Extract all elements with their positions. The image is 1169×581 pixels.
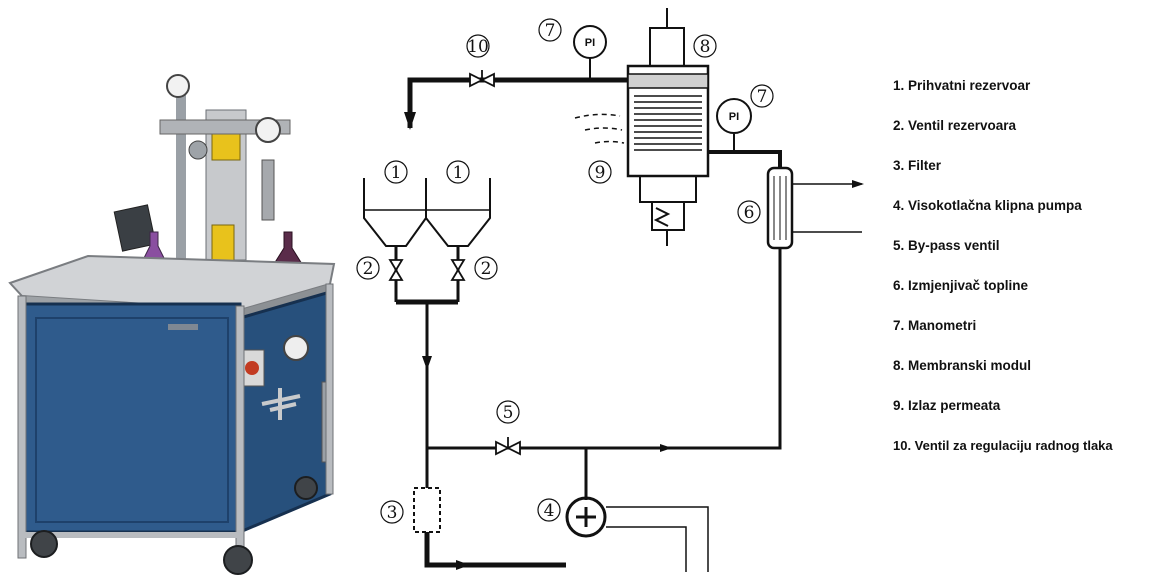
callout-circle [588,160,612,184]
module-base [639,175,697,203]
legend-item: 9. Izlaz permeata [893,398,1001,413]
callout-10: 10 [467,37,489,57]
legend-item: 7. Manometri [893,318,977,333]
callout-2: 2 [363,259,374,279]
callout-circle [538,18,562,42]
stand-rod [176,78,186,263]
callout-circle [380,500,404,524]
legend-item: 3. Filter [893,158,942,173]
pressure-line [586,248,782,450]
valve-5-icon [505,440,521,456]
callout-circle [466,34,490,58]
valve-5-icon [495,440,511,456]
callout-2: 2 [481,259,492,279]
gauge-label: PI [729,111,739,123]
pump-body [565,496,607,538]
frame-rail [20,532,242,538]
callout-5: 5 [503,403,514,423]
valve-2-left-icon [388,259,404,272]
wheel-icon [30,530,58,558]
module-top-cap [649,27,685,67]
tank-1-left [363,178,427,247]
callout-7: 7 [757,87,768,107]
callout-7: 7 [545,21,556,41]
suction-line [424,532,566,568]
valve-10-icon [469,72,485,88]
arrow-icon [456,560,470,570]
arrow-icon [852,180,864,188]
side-pipe [261,159,275,221]
arrow-icon [404,112,416,130]
callout-9: 9 [595,163,606,183]
callout-circle [474,256,498,280]
legend-item: 10. Ventil za regulaciju radnog tlaka [893,438,1113,453]
controller-box [113,204,157,252]
callout-circle [384,160,408,184]
tank-1-right [425,178,491,247]
callout-6: 6 [744,203,755,223]
callout-circle [446,160,470,184]
callout-4: 4 [544,501,555,521]
arrow-icon [660,444,672,452]
legend-item: 4. Visokotlačna klipna pumpa [893,198,1082,213]
arrow-icon [422,356,432,370]
nameplate [168,324,198,330]
valve-2-right-icon [450,259,466,272]
callout-circle [693,34,717,58]
callout-circle [750,84,774,108]
valve-10-icon [479,72,495,88]
permeate-stream [594,140,625,144]
permeate-stream [584,127,623,131]
callout-1: 1 [453,163,464,183]
emergency-stop-icon [245,361,259,375]
recycle-line [407,77,590,128]
legend-item: 1. Prihvatni rezervoar [893,78,1031,93]
callout-circle [737,200,761,224]
callout-circle [496,400,520,424]
side-valves [261,388,301,420]
pilot-plant-photo [8,74,336,575]
gauge-label: PI [585,37,595,49]
pump-drain [606,526,687,572]
callout-circle [356,256,380,280]
wheel-icon [294,476,318,500]
legend-item: 6. Izmjenjivač topline [893,278,1029,293]
feed-line [708,150,782,168]
pump-drain [606,506,709,572]
legend-item: 8. Membranski modul [893,358,1032,373]
legend-item: 5. By-pass ventil [893,238,1000,253]
frame-leg [17,295,27,559]
pressure-gauge-icon [573,25,607,59]
valve-wheel-icon [188,140,208,160]
table-edge-side [240,284,330,318]
valve-2-right-icon [450,268,466,281]
callout-1: 1 [391,163,402,183]
cabinet-door [35,317,229,523]
filter-body [413,487,441,533]
membrane-layers [634,95,702,151]
legend-item: 2. Ventil rezervoara [893,118,1017,133]
gauge-icon [283,335,309,361]
callout-3: 3 [387,503,398,523]
cabinet-front [22,302,242,534]
permeate-stream [574,113,621,119]
gauge-icon [166,74,190,98]
pressure-gauge-icon [716,98,752,134]
spring-icon [653,207,671,227]
frame-leg [325,283,334,495]
callout-circle [537,498,561,522]
gauge-icon [255,117,281,143]
valve-2-left-icon [388,268,404,281]
callout-8: 8 [700,37,711,57]
wheel-icon [223,545,253,575]
module-flange [627,73,709,89]
